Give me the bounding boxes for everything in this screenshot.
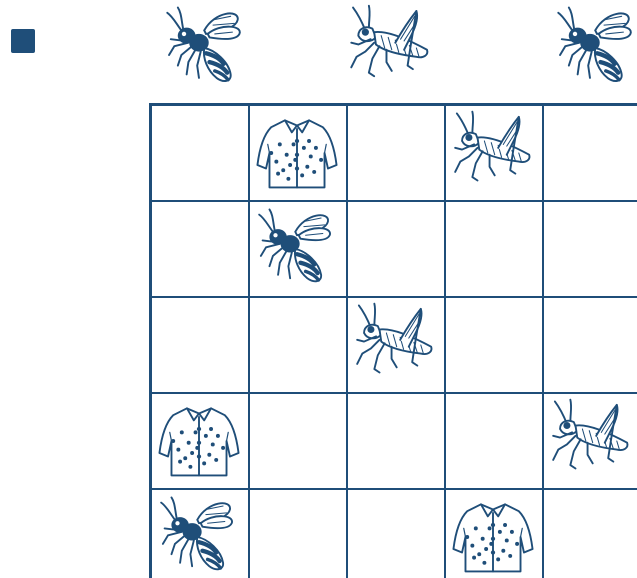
grid-line-vertical xyxy=(444,106,446,578)
grid-line-vertical xyxy=(542,106,544,578)
wasp-icon xyxy=(553,4,637,92)
grid-line-horizontal xyxy=(152,200,637,202)
wasp-icon xyxy=(156,494,242,578)
wasp-icon xyxy=(254,206,340,292)
grasshopper-icon xyxy=(352,302,438,388)
grasshopper-icon xyxy=(346,4,434,92)
grid-line-horizontal xyxy=(152,392,637,394)
grasshopper-icon xyxy=(548,398,634,484)
section-bullet xyxy=(11,29,35,53)
grid-line-vertical xyxy=(248,106,250,578)
grid-line-vertical xyxy=(346,106,348,578)
shirt-icon xyxy=(156,398,242,484)
wasp-icon xyxy=(162,4,250,92)
puzzle-grid xyxy=(149,103,637,578)
shirt-icon xyxy=(254,110,340,196)
grid-line-horizontal xyxy=(152,488,637,490)
grasshopper-icon xyxy=(450,110,536,196)
shirt-icon xyxy=(450,494,536,578)
grid-line-horizontal xyxy=(152,296,637,298)
